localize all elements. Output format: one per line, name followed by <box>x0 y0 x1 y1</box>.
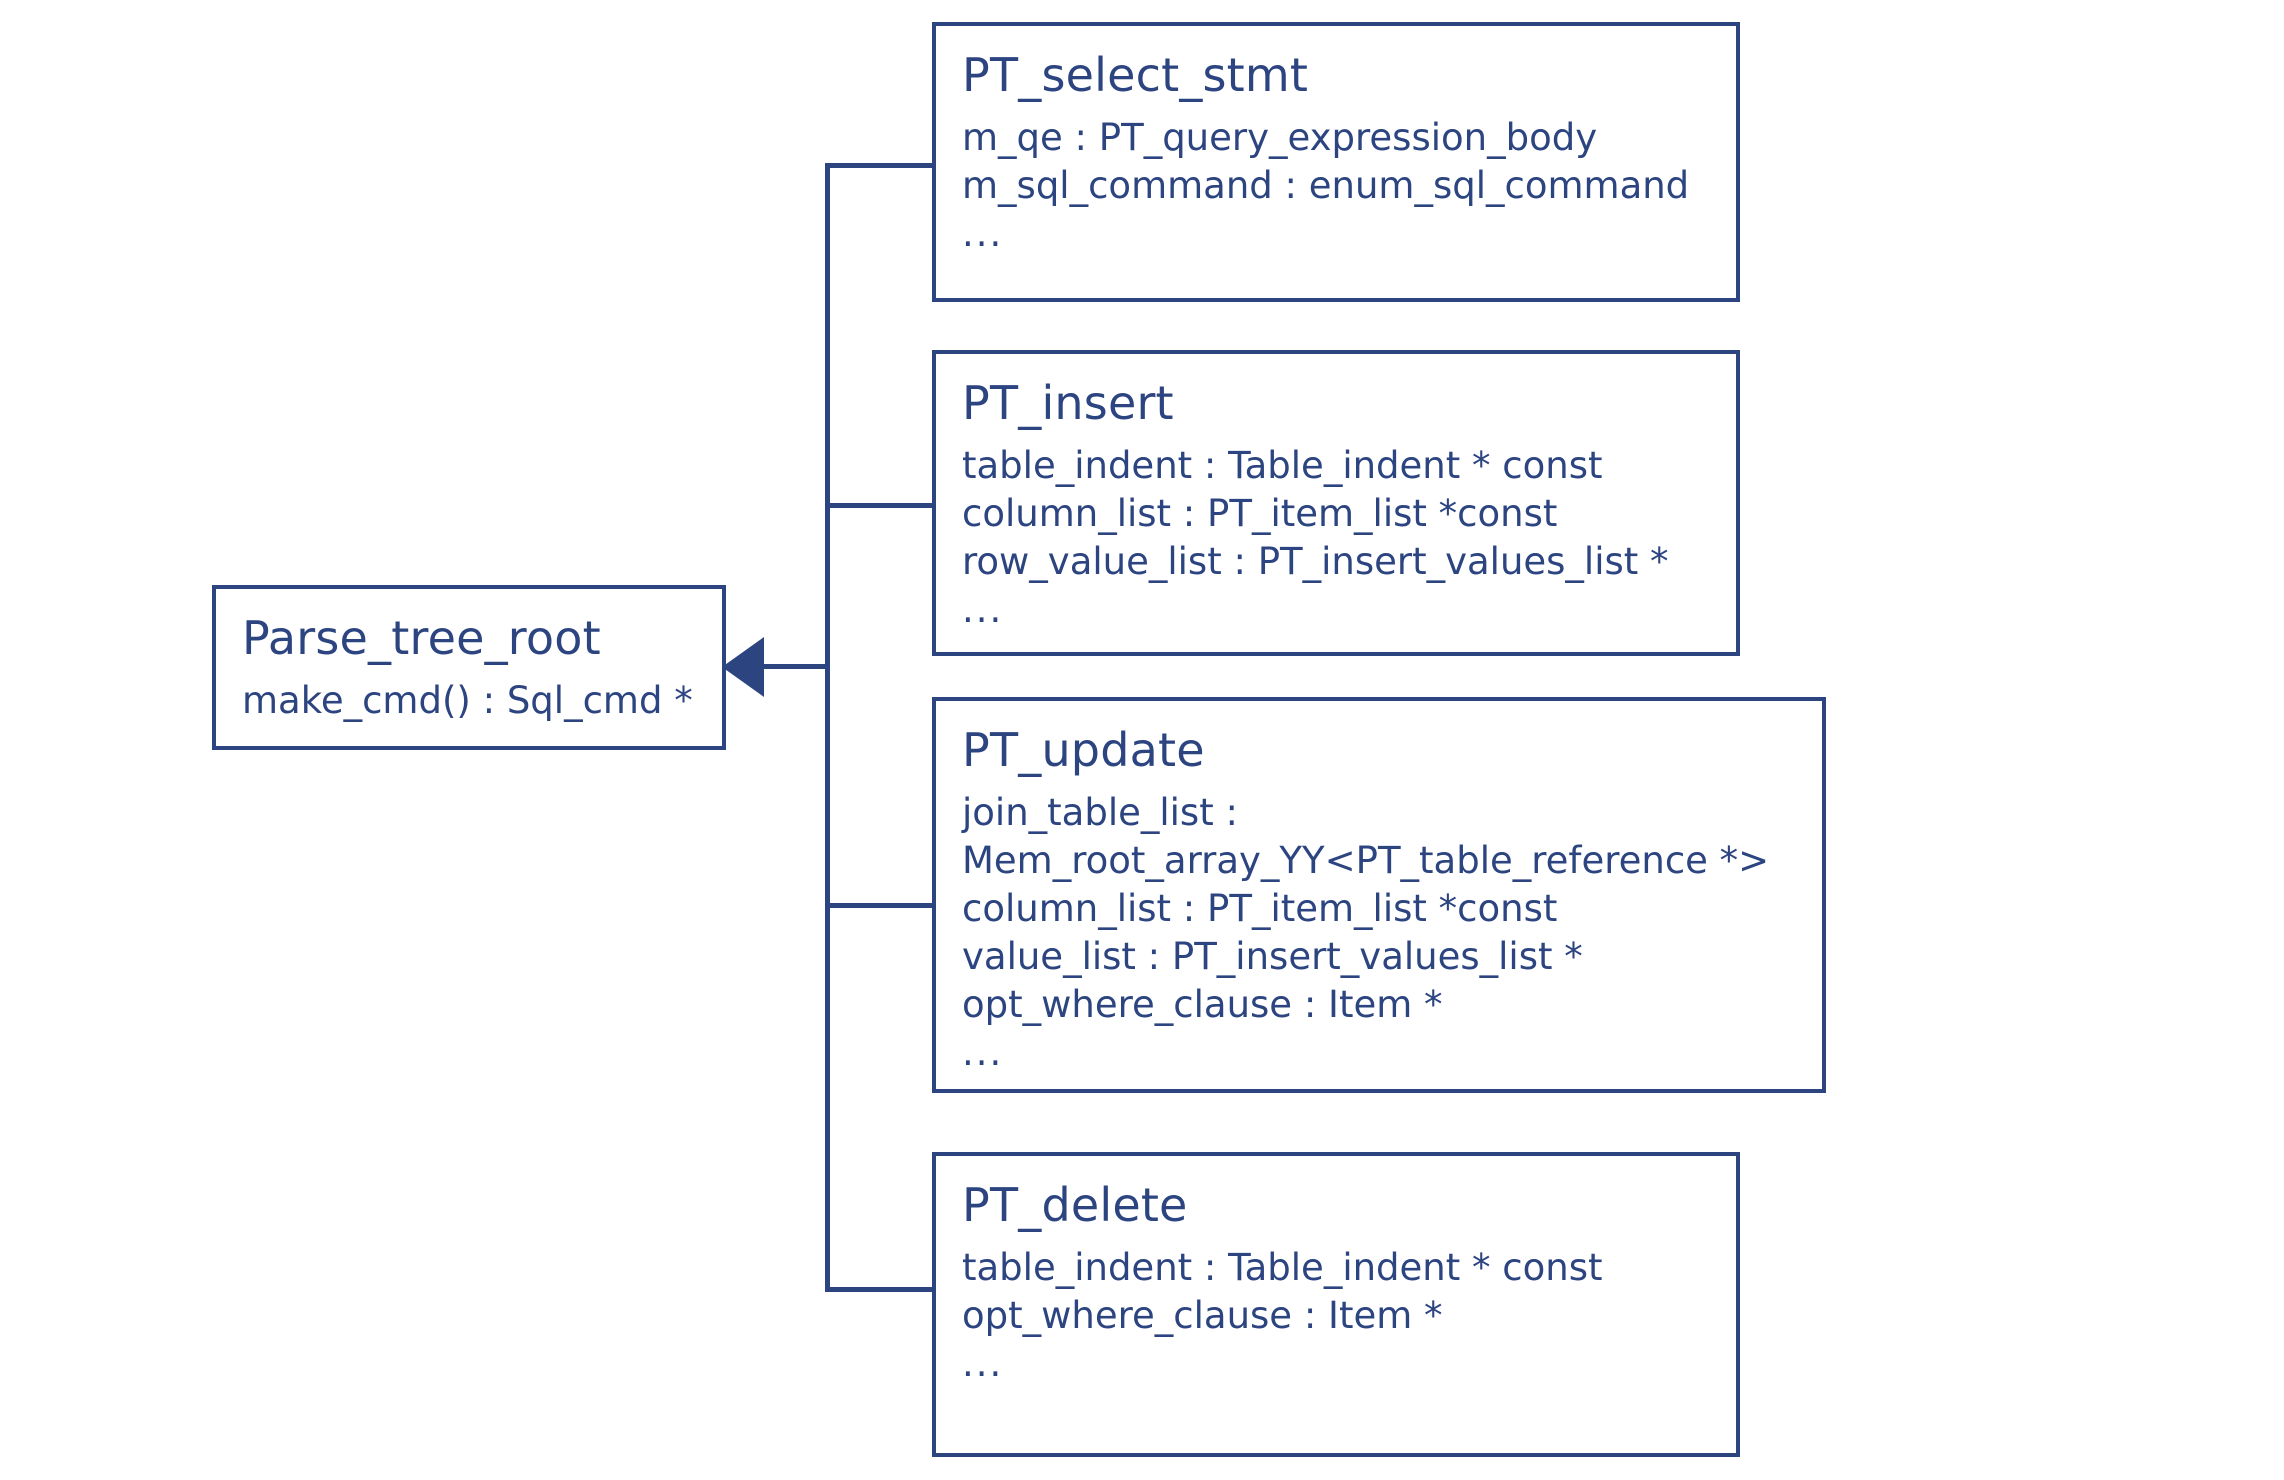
class-member-ellipsis: ... <box>962 1342 1004 1386</box>
branch-line-select <box>825 163 935 168</box>
class-member-ellipsis: ... <box>962 1031 1004 1075</box>
inheritance-arrowhead-icon <box>722 637 764 697</box>
class-name-pt-select-stmt: PT_select_stmt <box>962 48 1309 102</box>
class-member: row_value_list : PT_insert_values_list * <box>962 540 1669 584</box>
class-member: Mem_root_array_YY<PT_table_reference *> <box>962 839 1770 883</box>
class-member: opt_where_clause : Item * <box>962 1294 1443 1338</box>
class-name-pt-update: PT_update <box>962 723 1205 777</box>
class-name-parse-tree-root: Parse_tree_root <box>242 611 601 665</box>
base-connector-line <box>762 664 827 669</box>
class-member: table_indent : Table_indent * const <box>962 444 1603 487</box>
class-member: m_sql_command : enum_sql_command <box>962 164 1690 208</box>
class-box-parse-tree-root[interactable]: Parse_tree_root make_cmd() : Sql_cmd * <box>212 585 726 750</box>
class-name-pt-insert: PT_insert <box>962 376 1174 430</box>
branch-line-delete <box>825 1287 935 1292</box>
class-member: m_qe : PT_query_expression_body <box>962 116 1598 159</box>
class-member: column_list : PT_item_list *const <box>962 492 1558 536</box>
class-box-pt-select-stmt[interactable]: PT_select_stmt m_qe : PT_query_expressio… <box>932 22 1740 302</box>
class-member-ellipsis: ... <box>962 212 1004 256</box>
class-member: make_cmd() : Sql_cmd * <box>242 679 693 722</box>
class-member: opt_where_clause : Item * <box>962 983 1443 1027</box>
branch-line-insert <box>825 503 935 508</box>
class-member-ellipsis: ... <box>962 588 1004 632</box>
class-member: table_indent : Table_indent * const <box>962 1246 1603 1289</box>
branch-line-update <box>825 903 935 908</box>
class-name-pt-delete: PT_delete <box>962 1178 1188 1232</box>
class-member: join_table_list : <box>962 791 1238 834</box>
class-box-pt-delete[interactable]: PT_delete table_indent : Table_indent * … <box>932 1152 1740 1457</box>
class-box-pt-update[interactable]: PT_update join_table_list : Mem_root_arr… <box>932 697 1826 1093</box>
class-member: column_list : PT_item_list *const <box>962 887 1558 931</box>
class-box-pt-insert[interactable]: PT_insert table_indent : Table_indent * … <box>932 350 1740 656</box>
class-member: value_list : PT_insert_values_list * <box>962 935 1583 979</box>
inheritance-trunk-line <box>825 163 830 1292</box>
